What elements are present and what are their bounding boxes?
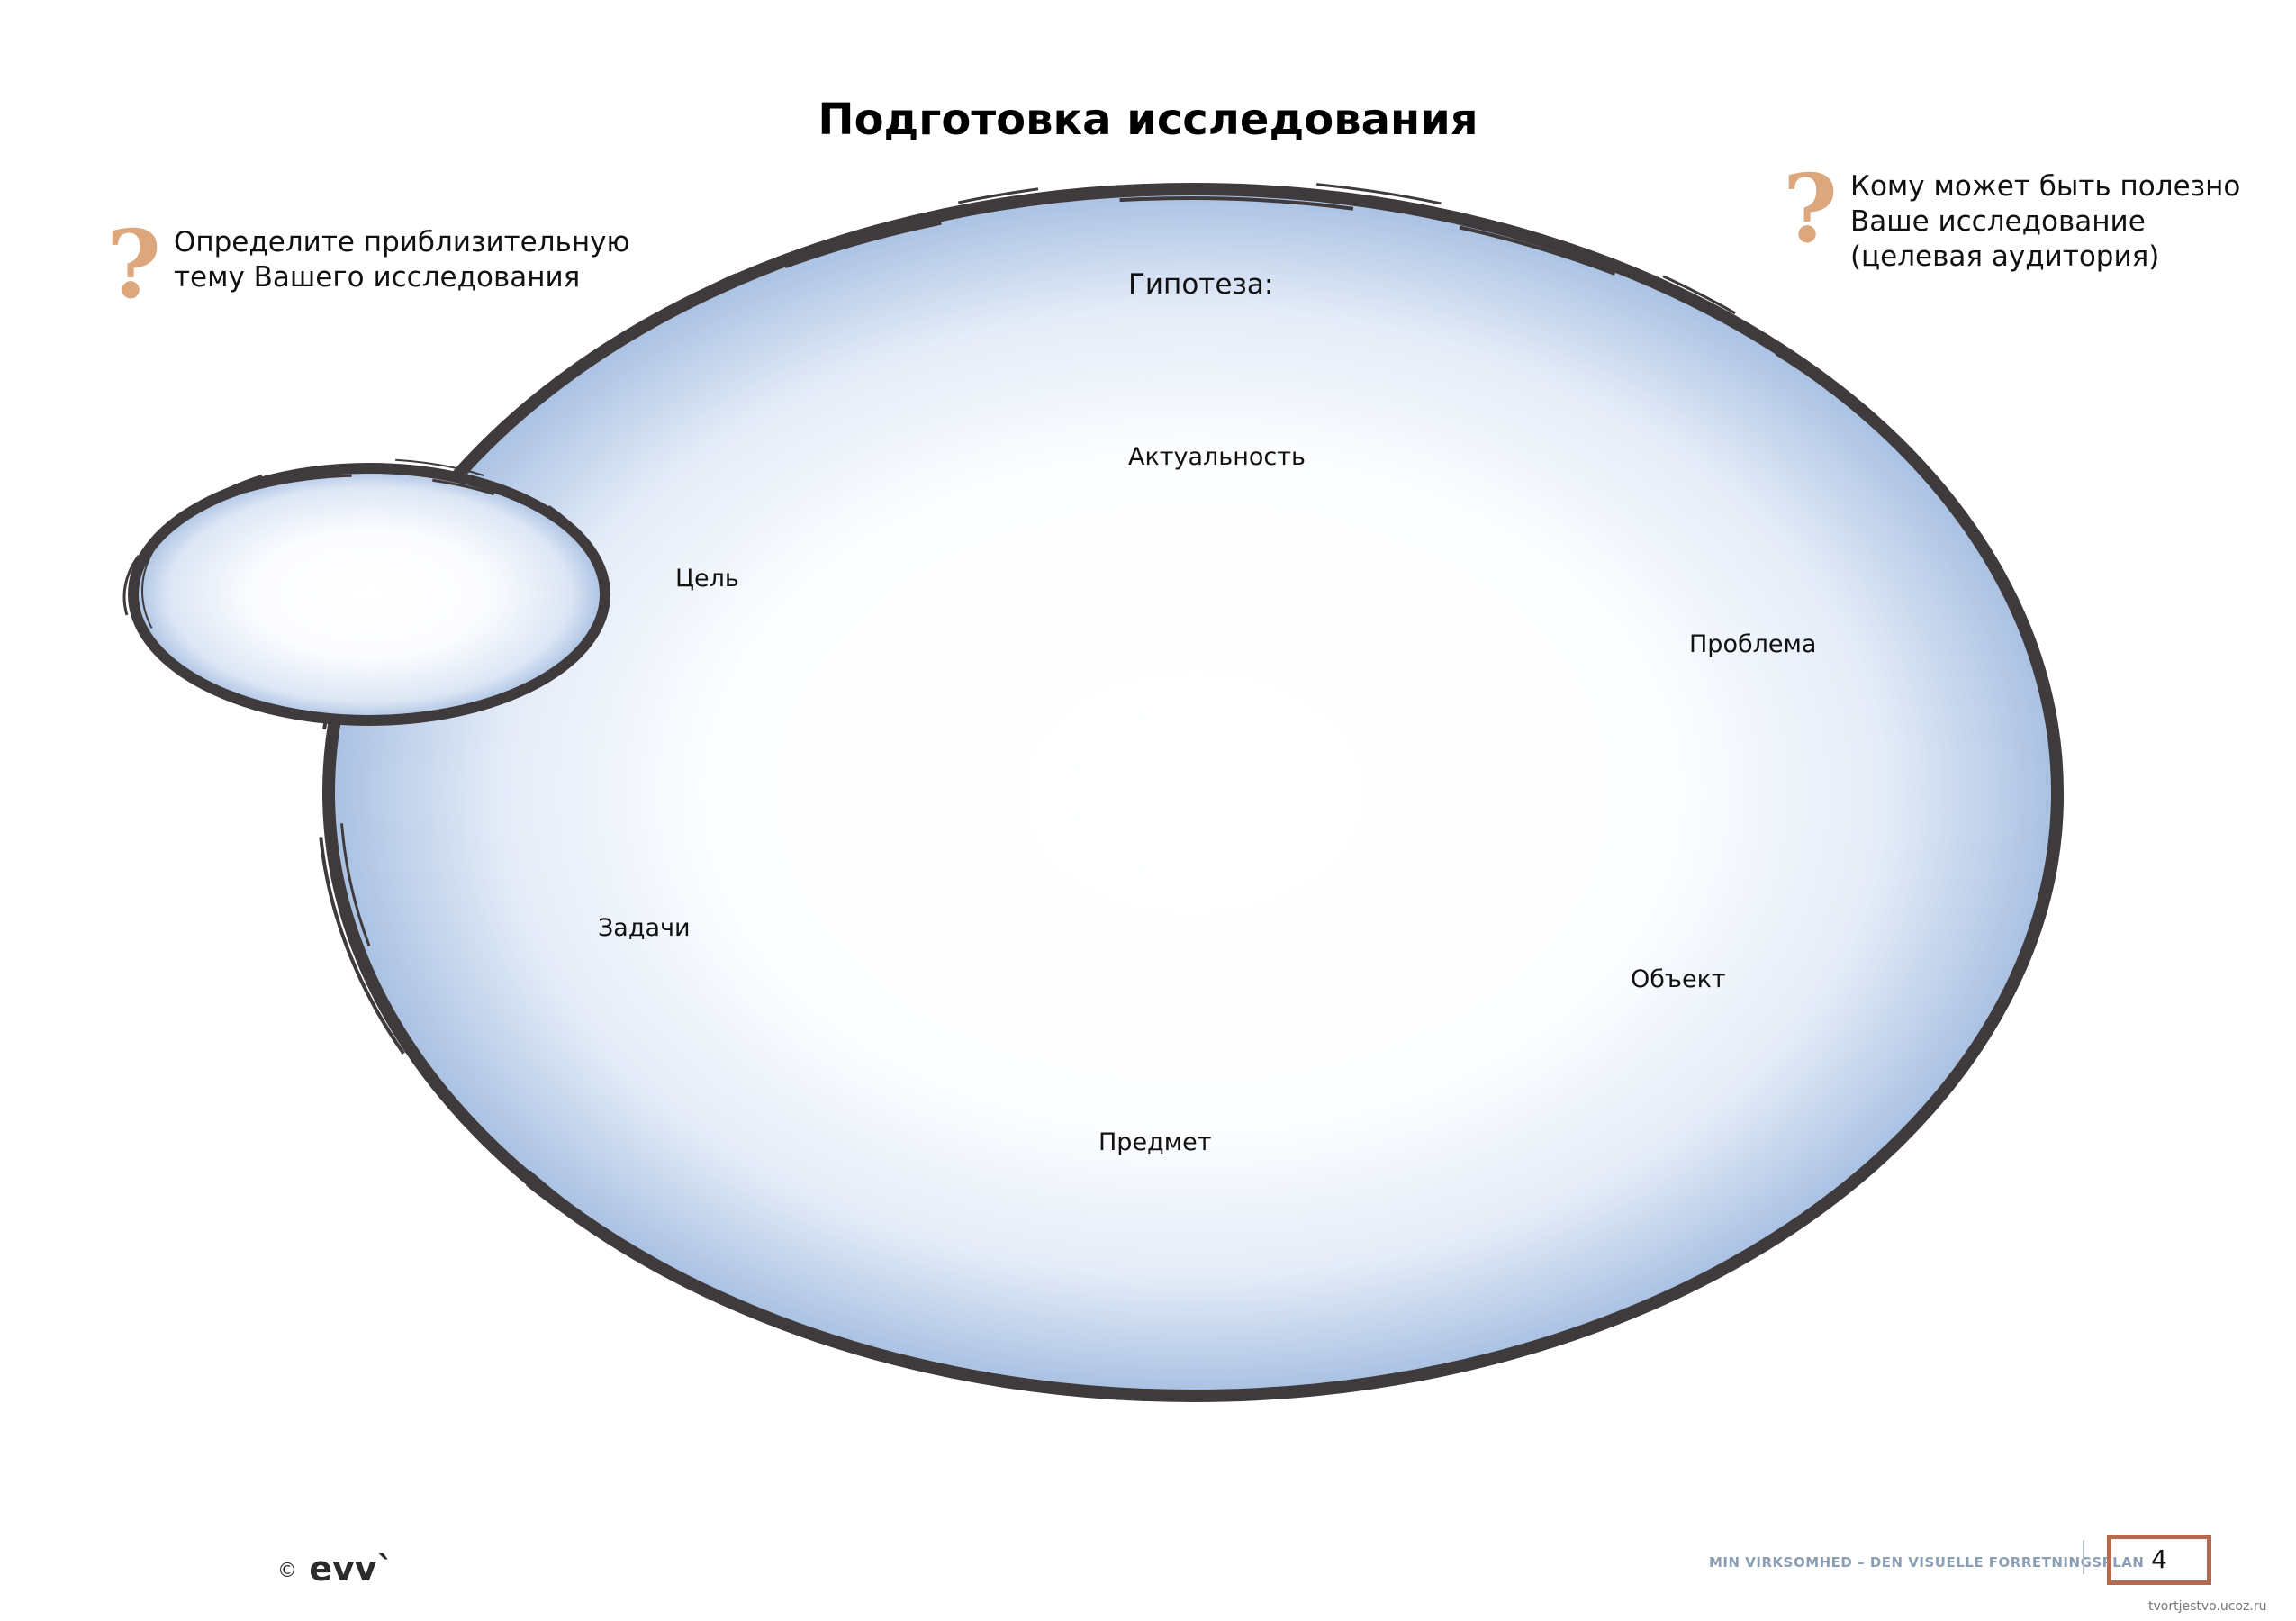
right-prompt-text: Кому может быть полезно Ваше исследовани… — [1850, 169, 2240, 275]
label-tasks: Задачи — [598, 914, 691, 942]
left-prompt: ? Определите приблизительную тему Вашего… — [106, 209, 630, 320]
topic-ellipse — [122, 458, 610, 726]
right-prompt-line: (целевая аудитория) — [1849, 240, 2160, 273]
page-title: Подготовка исследования — [818, 95, 1478, 145]
copyright-symbol: © — [277, 1560, 297, 1582]
evv-logo: © evv` — [277, 1549, 394, 1589]
logo-text: evv` — [309, 1549, 394, 1589]
watermark: tvortjestvo.ucoz.ru — [2148, 1599, 2267, 1614]
footer-divider — [2083, 1540, 2084, 1574]
right-prompt-line: Ваше исследование — [1849, 205, 2146, 238]
page-number: 4 — [2107, 1535, 2211, 1585]
label-problem: Проблема — [1689, 630, 1817, 658]
right-prompt: ? Кому может быть полезно Ваше исследова… — [1783, 153, 2240, 275]
label-relevance: Актуальность — [1128, 443, 1306, 471]
main-ellipse — [317, 177, 2064, 1402]
label-hypothesis: Гипотеза: — [1128, 268, 1274, 301]
question-mark-icon: ? — [106, 209, 161, 320]
label-goal: Цель — [675, 565, 739, 593]
right-prompt-line: Кому может быть полезно — [1849, 170, 2241, 203]
left-prompt-line: Определите приблизительную — [173, 226, 630, 258]
left-prompt-text: Определите приблизительную тему Вашего и… — [174, 225, 630, 295]
left-prompt-line: тему Вашего исследования — [173, 261, 581, 294]
question-mark-icon: ? — [1783, 153, 1838, 264]
label-object: Объект — [1631, 965, 1726, 993]
label-subject: Предмет — [1098, 1128, 1212, 1156]
footer-caption: MIN VIRKSOMHED – DEN VISUELLE FORRETNING… — [1709, 1554, 2145, 1571]
